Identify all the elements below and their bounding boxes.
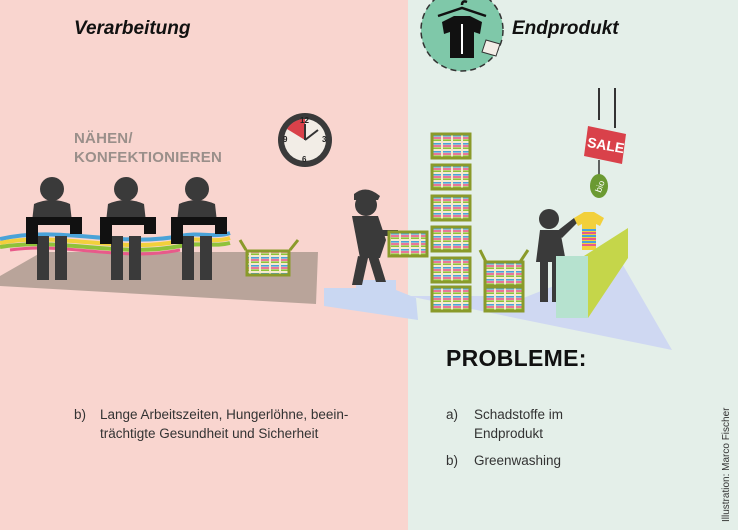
problem-right-b: b) Greenwashing — [446, 451, 666, 471]
steps — [324, 280, 418, 320]
sale-sign: SALE — [584, 88, 626, 164]
carried-crate — [387, 230, 429, 258]
clock-icon — [278, 113, 332, 167]
section-title-processing: Verarbeitung — [74, 18, 191, 39]
illustration-credit: Illustration: Marco Fischer — [721, 407, 732, 522]
shop-counter — [556, 228, 628, 318]
section-title-endproduct: Endprodukt — [512, 18, 619, 39]
small-crate-stack — [478, 249, 530, 313]
clock-number-12: 12 — [300, 116, 309, 125]
seamstress-3 — [171, 177, 227, 280]
clock-number-3: 3 — [322, 135, 327, 144]
problem-right-a: a) Schadstoffe im Endprodukt — [446, 405, 666, 445]
problem-marker: a) — [446, 407, 459, 422]
shirt-icon — [574, 212, 604, 250]
clock-number-9: 9 — [283, 135, 288, 144]
clock-number-6: 6 — [302, 155, 307, 164]
sale-sign-label: SALE — [586, 134, 626, 156]
problem-text: Schadstoffe im Endprodukt — [474, 407, 564, 441]
problem-marker: b) — [74, 407, 87, 422]
factory-floor — [0, 252, 318, 304]
problem-text: Greenwashing — [474, 453, 562, 468]
bio-tag-label: bio — [593, 179, 607, 194]
stage-label-line-2: KONFEKTIONIEREN — [74, 149, 223, 166]
stage-label: NÄHEN/ KONFEKTIONIEREN — [74, 129, 222, 167]
problems-heading: PROBLEME: — [446, 345, 587, 371]
problem-left-b: b) Lange Arbeitszeiten, Hungerlöhne, bee… — [74, 405, 384, 445]
bio-tag: bio — [590, 160, 608, 198]
worker-carrying-crate — [352, 189, 398, 285]
seamstress-1 — [26, 177, 82, 280]
shirt-hanger-icon — [420, 0, 504, 72]
seamstress-2 — [100, 177, 156, 280]
stage-label-line-1: NÄHEN/ — [74, 130, 133, 147]
open-crate — [238, 239, 300, 277]
problem-marker: b) — [446, 453, 459, 468]
problem-text: Lange Arbeitszeiten, Hungerlöhne, beein-… — [100, 407, 349, 441]
